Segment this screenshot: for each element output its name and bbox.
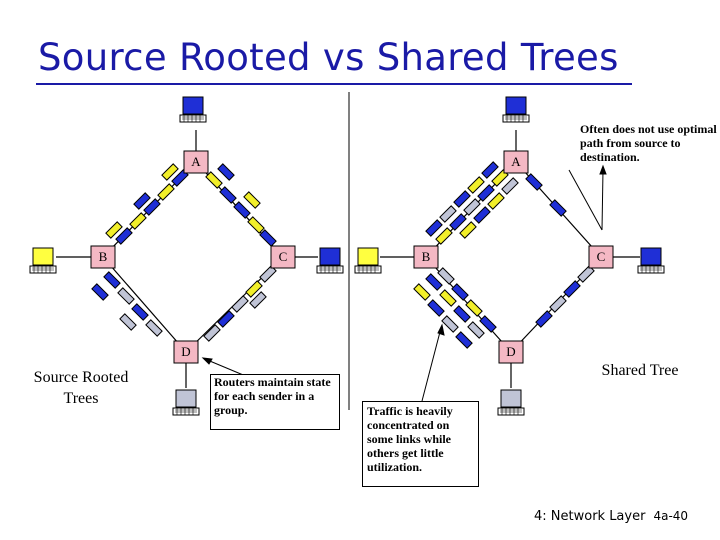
right-router-b-label: B [422,249,431,264]
left-router-c-label: C [279,249,288,264]
right-router-c-label: C [597,249,606,264]
note-traffic: Traffic is heavily concentrated on some … [362,401,479,487]
right-router-d [498,340,524,364]
footer: 4: Network Layer 4a-40 [534,509,688,524]
right-packets [413,161,595,349]
right-host-top-icon [502,96,530,123]
left-host-right-icon [316,247,344,274]
left-host-top-icon [179,96,207,123]
left-router-a-label: A [191,154,201,169]
left-router-b-label: B [99,249,108,264]
caption-source-rooted: Source Rooted Trees [33,369,129,407]
right-router-a-label: A [511,154,521,169]
left-router-c [270,245,296,269]
footer-chapter: 4: Network Layer [534,509,646,524]
right-host-left-icon [354,247,382,274]
annotation-arrows [201,164,607,402]
right-router-a [503,150,529,174]
page-title: Source Rooted vs Shared Trees [38,36,619,79]
left-router-d-label: D [181,344,190,359]
footer-page: 4a-40 [653,509,689,523]
caption-shared-tree: Shared Tree [601,362,679,379]
left-router-a [183,150,209,174]
left-packets [91,163,277,342]
right-host-right-icon [637,247,665,274]
left-router-b [90,245,116,269]
note-often: Often does not use optimal path from sou… [576,122,718,164]
left-host-bottom-icon [172,389,200,416]
left-host-left-icon [29,247,57,274]
note-routers-state: Routers maintain state for each sender i… [210,374,340,430]
right-router-b [413,245,439,269]
left-router-d [173,340,199,364]
right-router-d-label: D [506,344,515,359]
title-underline [36,83,632,85]
right-router-c [588,245,614,269]
right-host-bottom-icon [497,389,525,416]
